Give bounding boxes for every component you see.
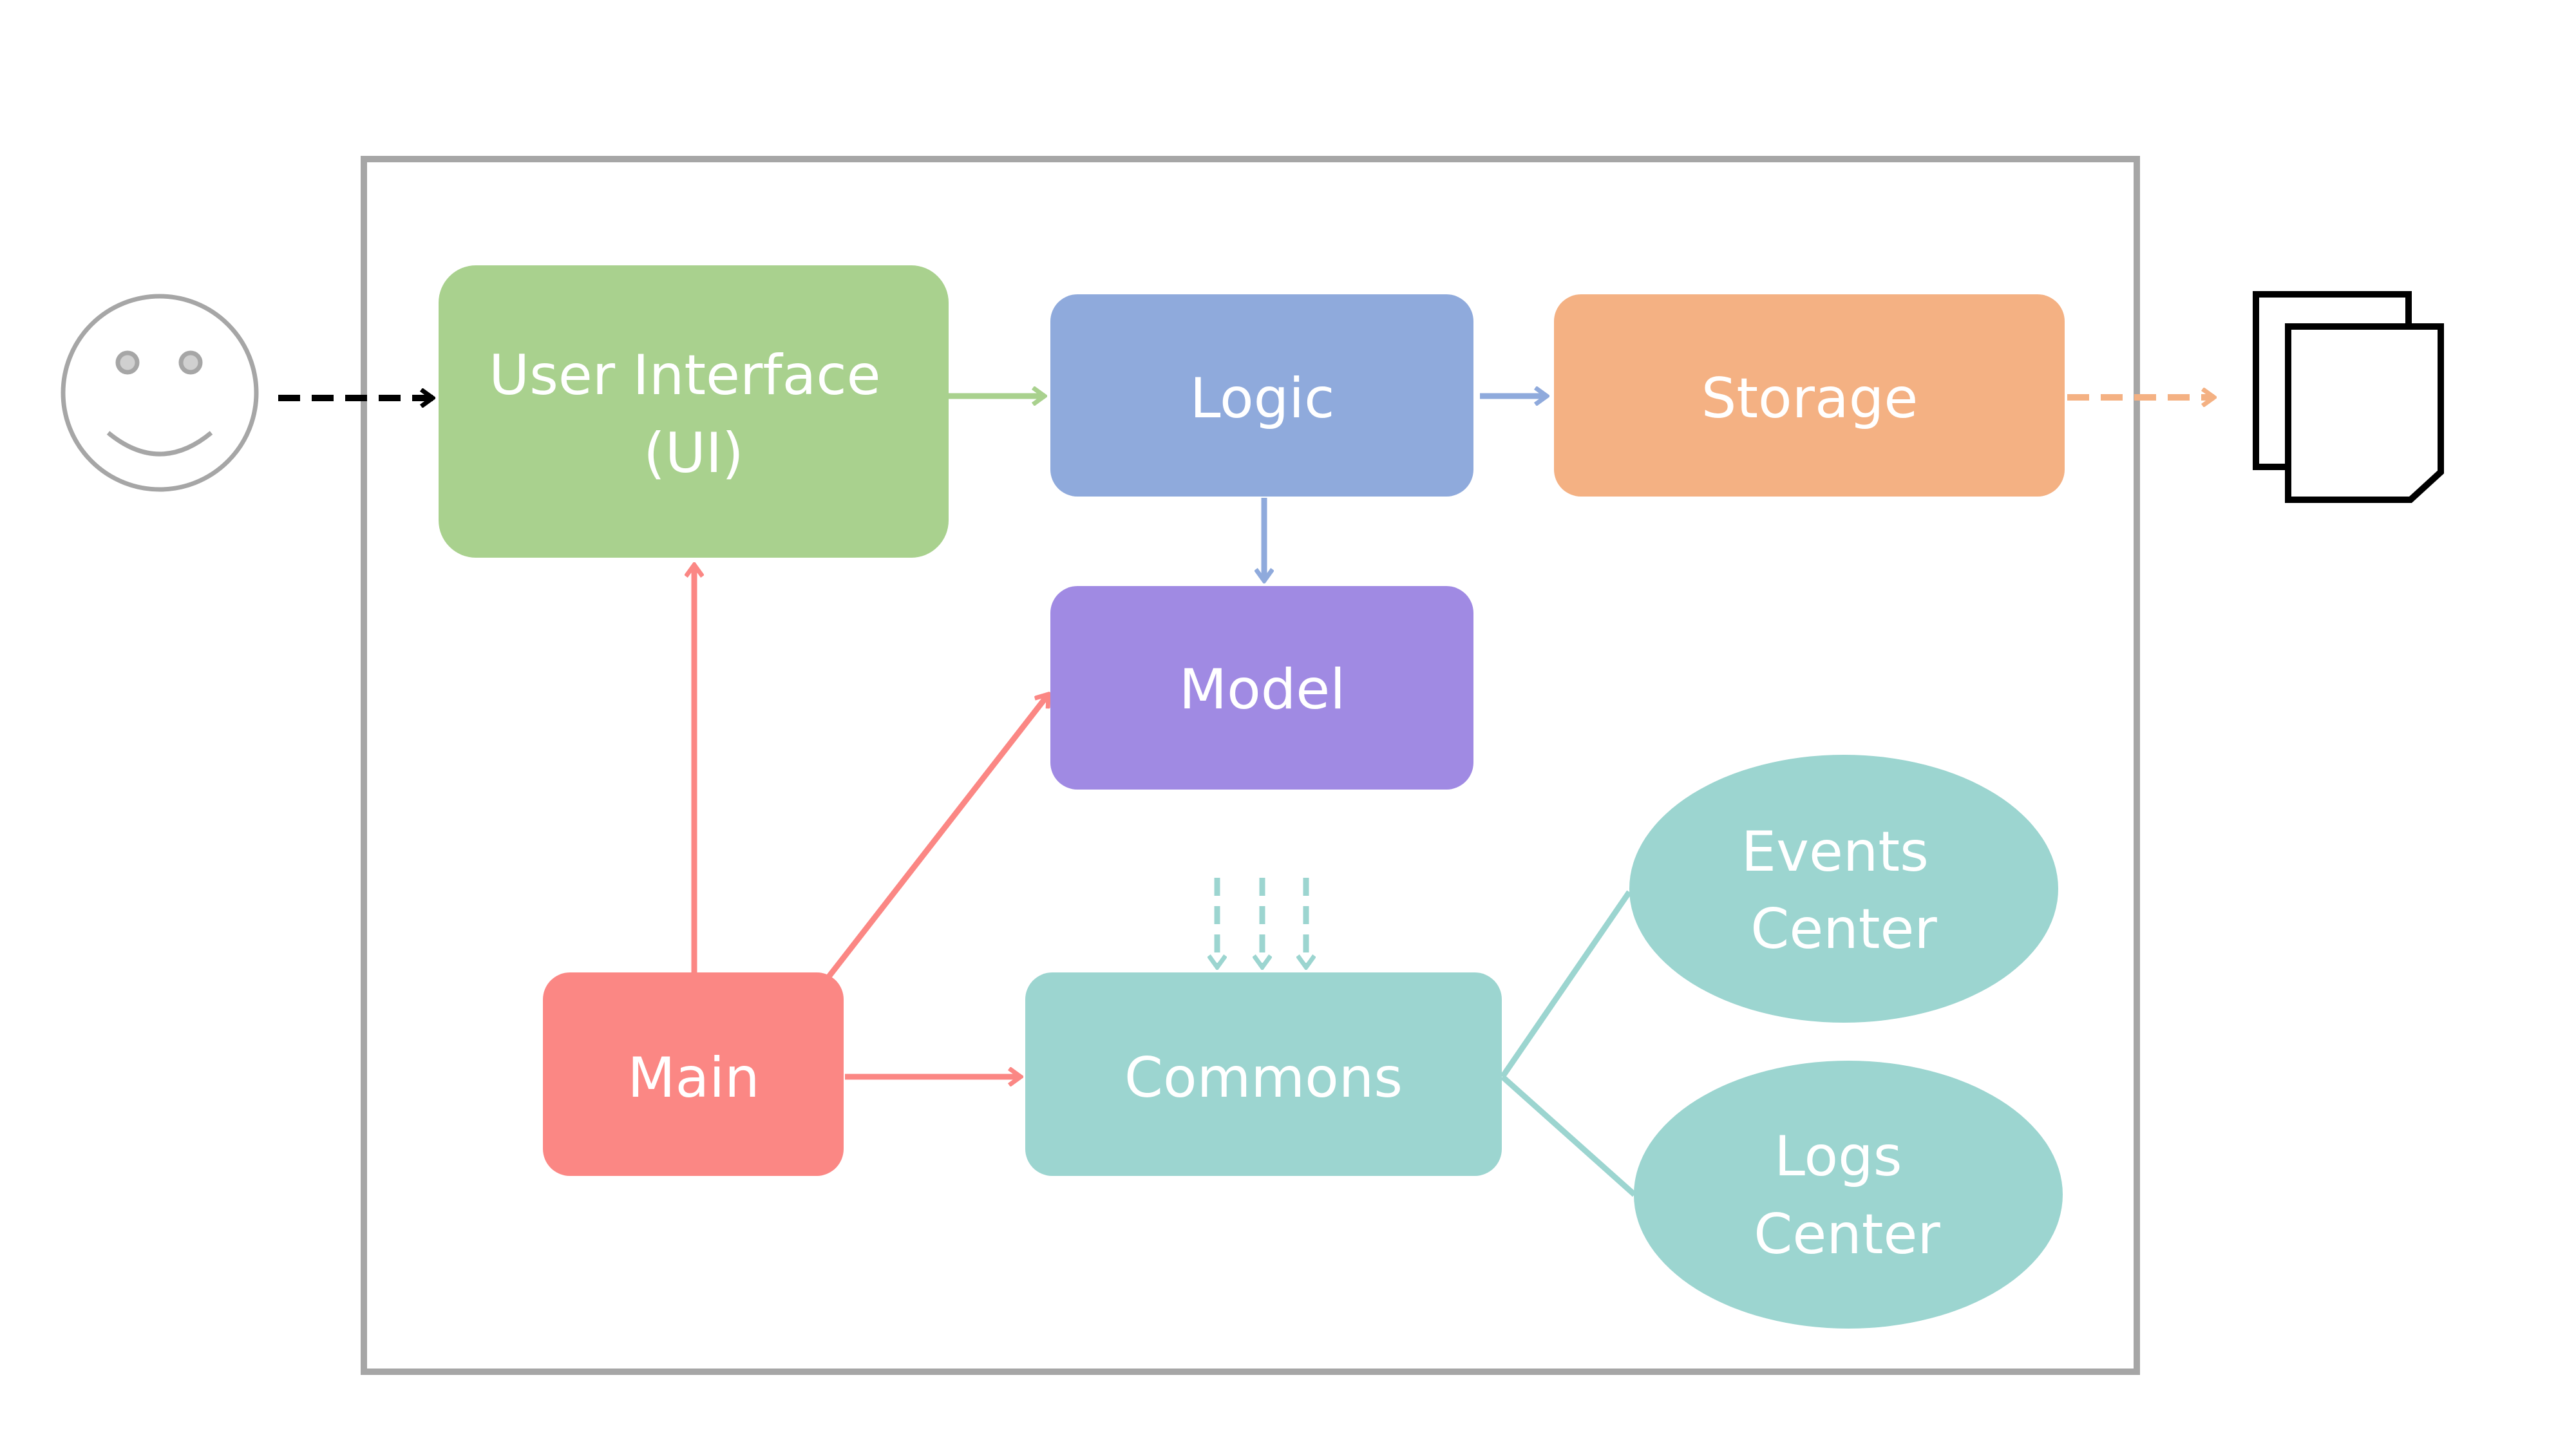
logs-center-ellipse: [1634, 1061, 2063, 1329]
events-center-ellipse: [1629, 755, 2058, 1023]
storage-component: Storage: [1554, 294, 2065, 497]
events-center-label: Events Center: [1741, 820, 1947, 961]
model-label-line-1: Model: [1179, 658, 1345, 722]
ui-label-line-2: (UI): [643, 421, 743, 486]
user-mouth: [106, 431, 213, 457]
logic-component: Logic: [1050, 294, 1473, 497]
user-right-eye: [178, 350, 203, 375]
file-front-page: [2285, 323, 2444, 503]
logic-label-line-1: Logic: [1190, 366, 1335, 431]
commons-label-line-1: Commons: [1124, 1046, 1403, 1110]
logs-center-label-line-1: Logs: [1774, 1124, 1902, 1189]
main-label: Main: [627, 1046, 759, 1110]
events-center-component: Events Center: [1629, 755, 2058, 1023]
model-component: Model: [1050, 586, 1473, 790]
commons-box: [1025, 972, 1502, 1176]
smiley-face-icon: [61, 294, 259, 492]
storage-box: [1554, 294, 2065, 497]
main-label-line-1: Main: [627, 1046, 759, 1110]
main-component: Main: [543, 972, 844, 1176]
model-label: Model: [1179, 658, 1345, 722]
logic-box: [1050, 294, 1473, 497]
logic-label: Logic: [1190, 366, 1335, 431]
ui-label-line-1: User Interface: [489, 343, 880, 408]
logs-center-label-line-2: Center: [1754, 1202, 1940, 1267]
commons-label: Commons: [1124, 1046, 1403, 1110]
storage-label: Storage: [1701, 366, 1918, 431]
system-boundary: [361, 156, 2140, 1375]
ui-box: [439, 265, 949, 558]
logs-center-component: Logs Center: [1634, 1061, 2063, 1329]
commons-component: Commons: [1025, 972, 1502, 1176]
commons-to-logs-line: [1501, 1074, 1636, 1197]
user-left-eye: [115, 350, 140, 375]
ui-label: User Interface (UI): [489, 343, 898, 486]
user-head: [61, 294, 259, 492]
events-center-label-line-2: Center: [1750, 897, 1937, 961]
model-box: [1050, 586, 1473, 790]
main-to-model-arrow: [825, 694, 1048, 980]
storage-label-line-1: Storage: [1701, 366, 1918, 431]
main-box: [543, 972, 844, 1176]
logs-center-label: Logs Center: [1754, 1124, 1940, 1267]
events-center-label-line-1: Events: [1741, 820, 1929, 884]
ui-component: User Interface (UI): [439, 265, 949, 558]
commons-to-events-line: [1500, 890, 1632, 1079]
document-stack-icon: [2253, 291, 2444, 503]
